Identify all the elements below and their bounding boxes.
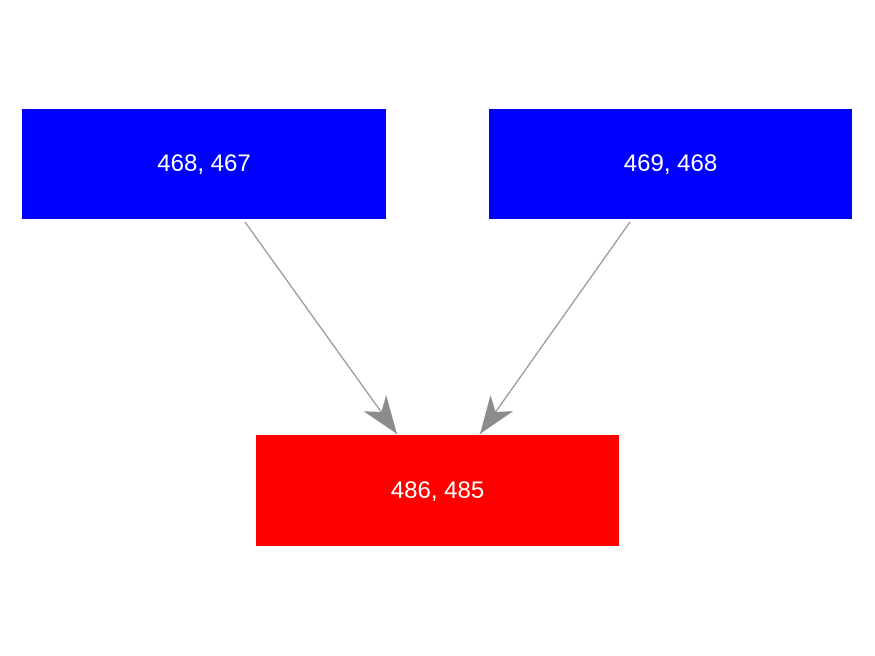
node-right-label: 469, 468: [623, 150, 718, 177]
edge-right-to-bottom: [479, 221, 631, 435]
node-left-label: 468, 467: [157, 150, 251, 177]
node-right: 469, 468: [489, 109, 852, 219]
node-bottom: 486, 485: [256, 435, 619, 546]
edge-left-to-bottom: [244, 221, 398, 435]
node-bottom-label: 486, 485: [390, 476, 485, 504]
node-left: 468, 467: [22, 109, 386, 219]
